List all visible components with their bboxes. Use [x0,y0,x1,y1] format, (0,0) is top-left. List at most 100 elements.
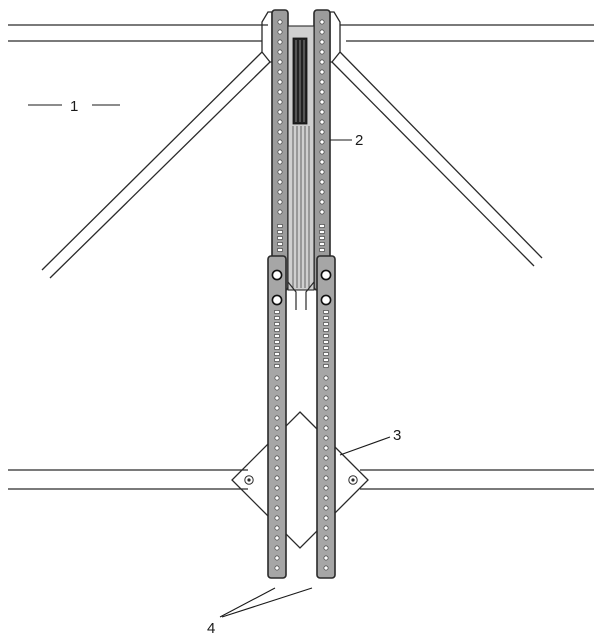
rack-hole [323,425,329,431]
lower-left-post-holes [274,310,280,571]
rack-hole [274,525,280,531]
callout-4-label: 4 [207,620,215,635]
rack-hole [323,316,329,320]
rack-hole [274,352,280,356]
rack-hole [319,29,325,35]
plate-screw-left [244,475,254,485]
top-rail [8,24,594,42]
rack-hole [319,59,325,65]
rack-hole [323,465,329,471]
rack-hole [274,328,280,332]
plate-screw-right [348,475,358,485]
rack-hole [319,248,325,252]
lower-right-post-holes [323,310,329,571]
rack-hole [274,445,280,451]
rack-hole [323,375,329,381]
rack-hole [323,310,329,314]
rack-hole [319,236,325,240]
rack-hole [323,405,329,411]
callout-3-label: 3 [393,427,401,444]
rack-hole [274,364,280,368]
left-diagonal-brace [41,51,271,279]
center-channel [287,25,315,310]
rack-hole [319,139,325,145]
rack-hole [277,89,283,95]
right-diagonal-brace [331,51,543,267]
callout-2: 2 [330,132,363,149]
rack-hole [277,49,283,55]
rack-hole [319,159,325,165]
rack-hole [274,385,280,391]
rack-hole [323,385,329,391]
rack-hole [274,415,280,421]
bottom-rail [8,469,594,490]
rack-hole [274,395,280,401]
rack-hole [319,169,325,175]
rack-hole [277,59,283,65]
rack-hole [277,119,283,125]
rack-hole [277,199,283,205]
rack-hole [274,455,280,461]
rack-hole [323,455,329,461]
rack-hole [319,109,325,115]
rack-hole [323,565,329,571]
right-post-bolts [320,269,332,306]
rack-hole [323,475,329,481]
rack-hole [319,79,325,85]
rack-hole [323,535,329,541]
rack-hole [323,555,329,561]
rack-hole [323,505,329,511]
rack-hole [274,515,280,521]
rack-hole [319,224,325,228]
rack-hole [277,39,283,45]
rack-hole [319,49,325,55]
rack-hole [277,29,283,35]
rack-hole [319,149,325,155]
rack-hole [323,415,329,421]
rack-hole [277,169,283,175]
rack-hole [323,352,329,356]
rack-hole [274,322,280,326]
rack-hole [323,435,329,441]
rack-hole [319,230,325,234]
rack-hole [274,435,280,441]
rack-hole [277,209,283,215]
rack-hole [277,69,283,75]
rack-hole [323,525,329,531]
callout-1: 1 [28,98,120,115]
rack-hole [319,209,325,215]
rack-hole [323,334,329,338]
rack-hole [323,495,329,501]
rack-hole [323,364,329,368]
rack-hole [274,340,280,344]
top-right-joint [329,11,341,63]
rack-hole [323,445,329,451]
top-left-joint [261,11,273,63]
rack-hole [277,99,283,105]
rack-hole [323,485,329,491]
rack-hole [323,322,329,326]
left-post-bolts [271,269,283,306]
rack-hole [319,189,325,195]
rack-hole [274,565,280,571]
rack-hole [319,39,325,45]
rack-hole [274,375,280,381]
upper-left-post-holes [277,19,283,252]
rack-hole [323,328,329,332]
rack-hole [277,79,283,85]
rack-hole [319,99,325,105]
upper-right-post-holes [319,19,325,252]
rack-hole [277,109,283,115]
rack-hole [323,395,329,401]
rack-hole [323,358,329,362]
rack-hole [323,545,329,551]
callout-4: 4 [207,587,313,635]
rack-hole [319,89,325,95]
rack-hole [319,199,325,205]
rack-hole [274,555,280,561]
rack-hole [277,189,283,195]
rack-hole [274,310,280,314]
rack-hole [319,69,325,75]
rack-hole [277,19,283,25]
rack-hole [277,248,283,252]
